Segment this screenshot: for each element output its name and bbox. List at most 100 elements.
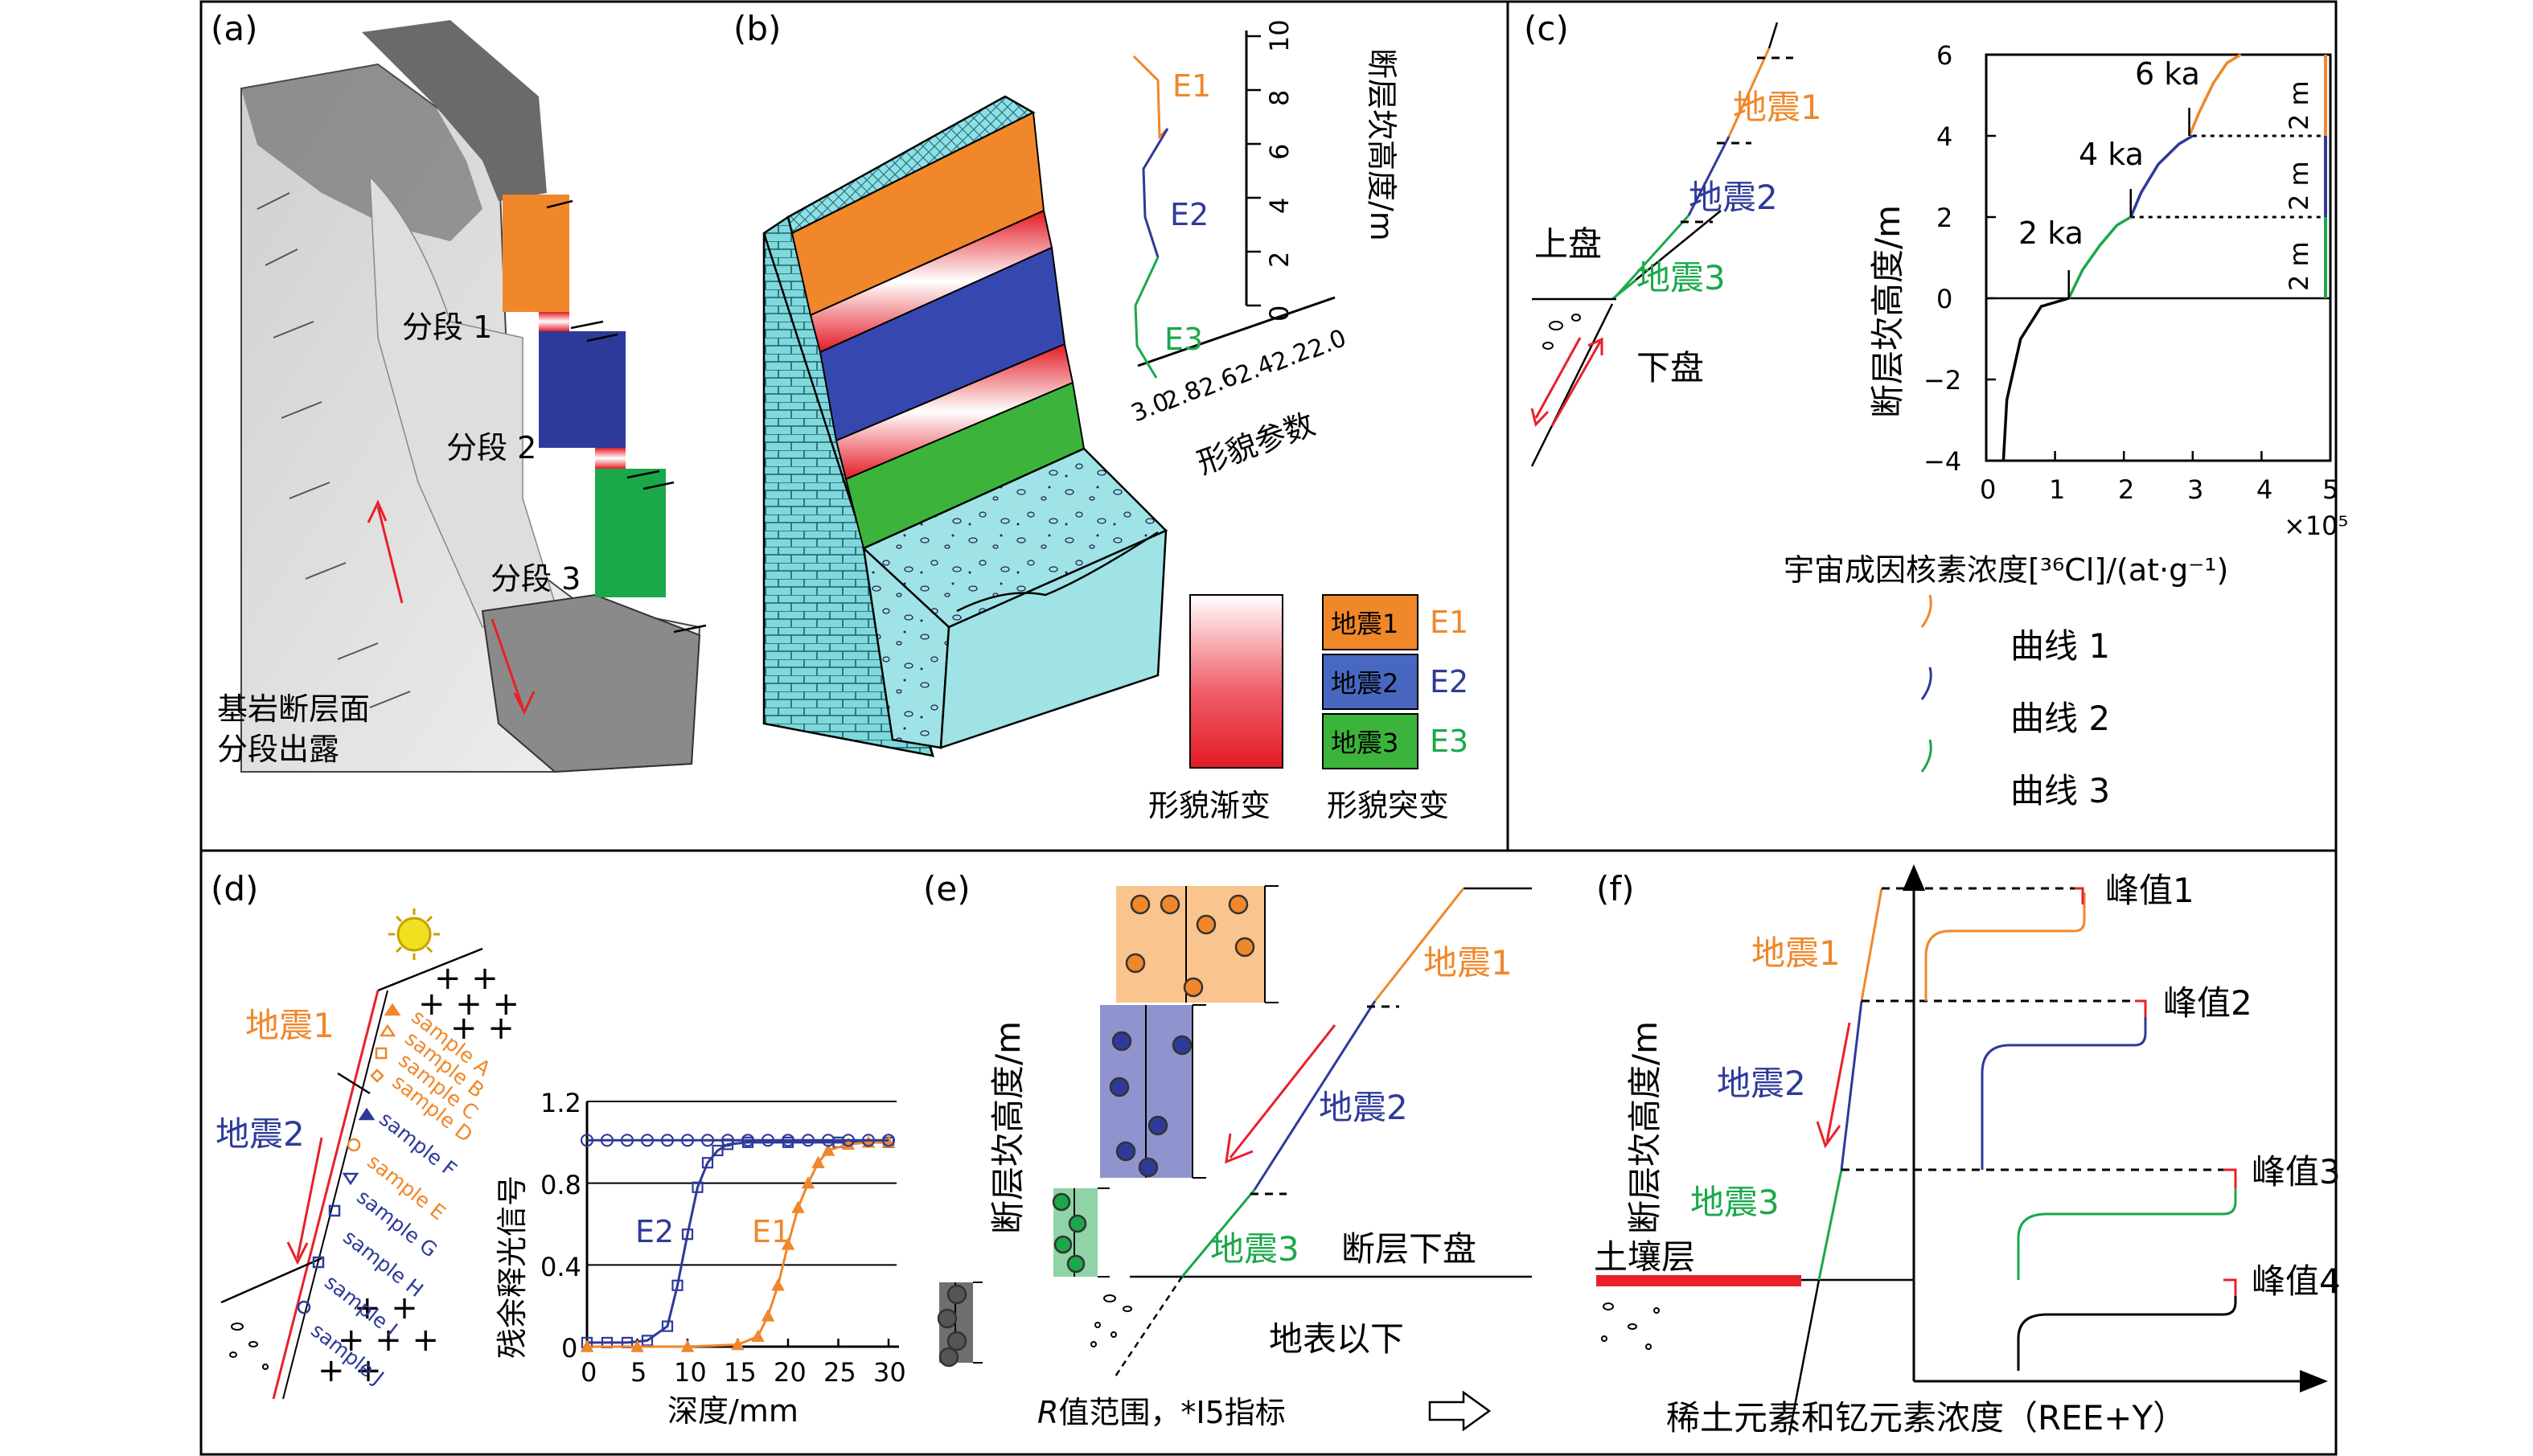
e-fault-subsurface <box>1112 1276 1184 1380</box>
d-plot-marks <box>580 1134 896 1352</box>
f-fault-quake3 <box>1817 1169 1843 1281</box>
d-point-surface <box>741 1134 755 1147</box>
fault-plane-lower <box>1530 303 1614 467</box>
d-point-e1 <box>680 1339 695 1352</box>
c-ytick-m2: −2 <box>1923 365 1961 396</box>
d-xtick-25: 25 <box>823 1357 856 1388</box>
ree-peak-3 <box>2223 1168 2237 1188</box>
e-fault-quake3 <box>1180 1189 1256 1278</box>
ree-curve-4 <box>2017 1286 2237 1371</box>
f-gravel <box>1601 1302 1660 1350</box>
panel-e-letter: (e) <box>923 869 971 908</box>
figure-frame <box>199 0 2338 1456</box>
panel-a: (a) 分段 1 分段 2 分段 3 基岩断层面 分段出露 <box>211 9 707 773</box>
colluvium-front <box>939 529 1168 749</box>
erosion-line <box>956 531 1159 613</box>
sun-icon <box>388 908 440 960</box>
f-quake2-label: 地震2 <box>1717 1064 1806 1103</box>
c-x-multiplier: ×10⁵ <box>2284 511 2348 541</box>
age-6ka: 6 ka <box>2135 56 2200 92</box>
f-slip-arrow <box>1825 1022 1851 1142</box>
profile-e1 <box>1132 55 1169 140</box>
fault-trace-quake3 <box>1615 214 1690 297</box>
y-tick-6: 6 <box>1264 144 1295 160</box>
d-xtick-15: 15 <box>724 1357 757 1388</box>
e-below-surface: 地表以下 <box>1269 1319 1404 1359</box>
y-axis-ticks <box>1246 35 1261 307</box>
offset-1: 2 m <box>2284 80 2314 130</box>
d-plus-marks: + ++ + ++ + + ++ + ++ + <box>318 960 519 1389</box>
soil-layer-label: 土壤层 <box>1594 1237 1695 1277</box>
f-ylabel: 断层坎高度/m <box>1625 1021 1665 1234</box>
slip-arrow-up <box>1550 341 1602 427</box>
panel-f: (f) 地震1 地震2 地震 <box>1594 864 2341 1438</box>
svg-text:+ +: + + <box>450 1010 515 1047</box>
d-point-e1 <box>731 1337 745 1351</box>
peak-2-label: 峰值2 <box>2163 983 2252 1023</box>
d-upper-surface <box>377 947 483 992</box>
segment-2-label: 分段 2 <box>446 430 536 466</box>
d-point-surface <box>861 1134 876 1147</box>
c-xlabel: 宇宙成因核素浓度[³⁶Cl]/(at·g⁻¹) <box>1784 552 2228 588</box>
d-xtick-20: 20 <box>774 1357 807 1388</box>
ree-curve-2 <box>1981 1009 2147 1170</box>
legend-curve1: 曲线 1 <box>2010 626 2110 666</box>
d-point-surface <box>700 1134 715 1147</box>
d-point-e1 <box>771 1278 785 1291</box>
d-point-e1 <box>630 1339 644 1352</box>
d-point-e1 <box>781 1237 795 1250</box>
d-point-surface <box>781 1134 795 1147</box>
x-axis <box>1137 296 1336 367</box>
d-point-e1 <box>841 1137 856 1150</box>
d-series-line <box>587 1141 889 1344</box>
c-ytick-m4: −4 <box>1923 446 1961 477</box>
luminescence-chart: 0 0.4 0.8 1.2 0 5 10 15 20 25 30 残余释光信号 … <box>495 1088 906 1429</box>
legend-gradual-label: 形貌渐变 <box>1148 788 1271 823</box>
legend-gradual-swatch <box>1189 594 1283 769</box>
f-x-arrowhead <box>2300 1370 2328 1392</box>
event-e1-label: E1 <box>1172 68 1211 104</box>
c-series-line <box>2187 53 2242 137</box>
e-caption: R值范围，*I5指标 <box>1037 1395 1286 1430</box>
legend-curve2: 曲线 2 <box>2010 699 2110 738</box>
fault-trace-quake1 <box>1727 47 1771 137</box>
morphology-chart: 0 2 4 6 8 10 断层坎高度/m 3.0 2.8 2.6 2.4 2.2… <box>1127 19 1399 481</box>
ree-peak-4 <box>2223 1278 2237 1296</box>
y-tick-2: 2 <box>1264 252 1295 268</box>
ree-peak-1 <box>2075 887 2084 904</box>
d-point-surface <box>580 1134 594 1147</box>
f-fault-subsurface <box>1788 1279 1821 1436</box>
ree-curve-3 <box>2017 1178 2237 1280</box>
e-slip-arrowhead <box>1225 1133 1254 1164</box>
d-point-e1 <box>751 1329 765 1343</box>
y-tick-0: 0 <box>1264 306 1295 322</box>
b-xlabel: 形貌参数 <box>1193 406 1320 481</box>
age-4ka: 4 ka <box>2079 137 2144 172</box>
legend-quake3-swatch <box>1322 713 1418 769</box>
d-point-surface <box>660 1134 675 1147</box>
panel-b: (b) 0 2 4 6 8 10 断层坎高度/m 3.0 <box>733 9 1468 823</box>
f-dash-lines <box>1841 887 2235 1171</box>
d-point-surface <box>720 1134 735 1147</box>
segment-ticks <box>546 199 707 634</box>
legend-curve1-swatch <box>1920 594 1932 628</box>
d-ytick-1.2: 1.2 <box>540 1088 581 1118</box>
legend-e3: E3 <box>1430 724 1468 759</box>
d-quake2-label: 地震2 <box>216 1114 305 1154</box>
fault-top <box>1767 22 1779 49</box>
cosmogenic-chart: 6 4 2 0 −2 −4 0 1 2 3 4 5 ×10⁵ 断层坎高度/m 宇… <box>1784 40 2348 810</box>
fault-trace-quake2 <box>1687 136 1730 216</box>
panel-a-letter: (a) <box>211 9 258 48</box>
c-quake1-label: 地震1 <box>1733 88 1822 127</box>
panel-c: (c) 地震1 地震2 地震3 上盘 下盘 6 4 2 0 −2 <box>1524 9 2348 810</box>
segment-1-band <box>503 195 569 312</box>
d-point-e1 <box>821 1143 835 1156</box>
segment-1-transition <box>539 312 569 331</box>
segment-2-band <box>539 331 626 448</box>
y-tick-4: 4 <box>1264 198 1295 214</box>
offset-2: 2 m <box>2284 161 2314 211</box>
panel-b-letter: (b) <box>733 9 781 48</box>
offset-3: 2 m <box>2284 241 2314 291</box>
e-quake2-label: 地震2 <box>1319 1088 1408 1127</box>
